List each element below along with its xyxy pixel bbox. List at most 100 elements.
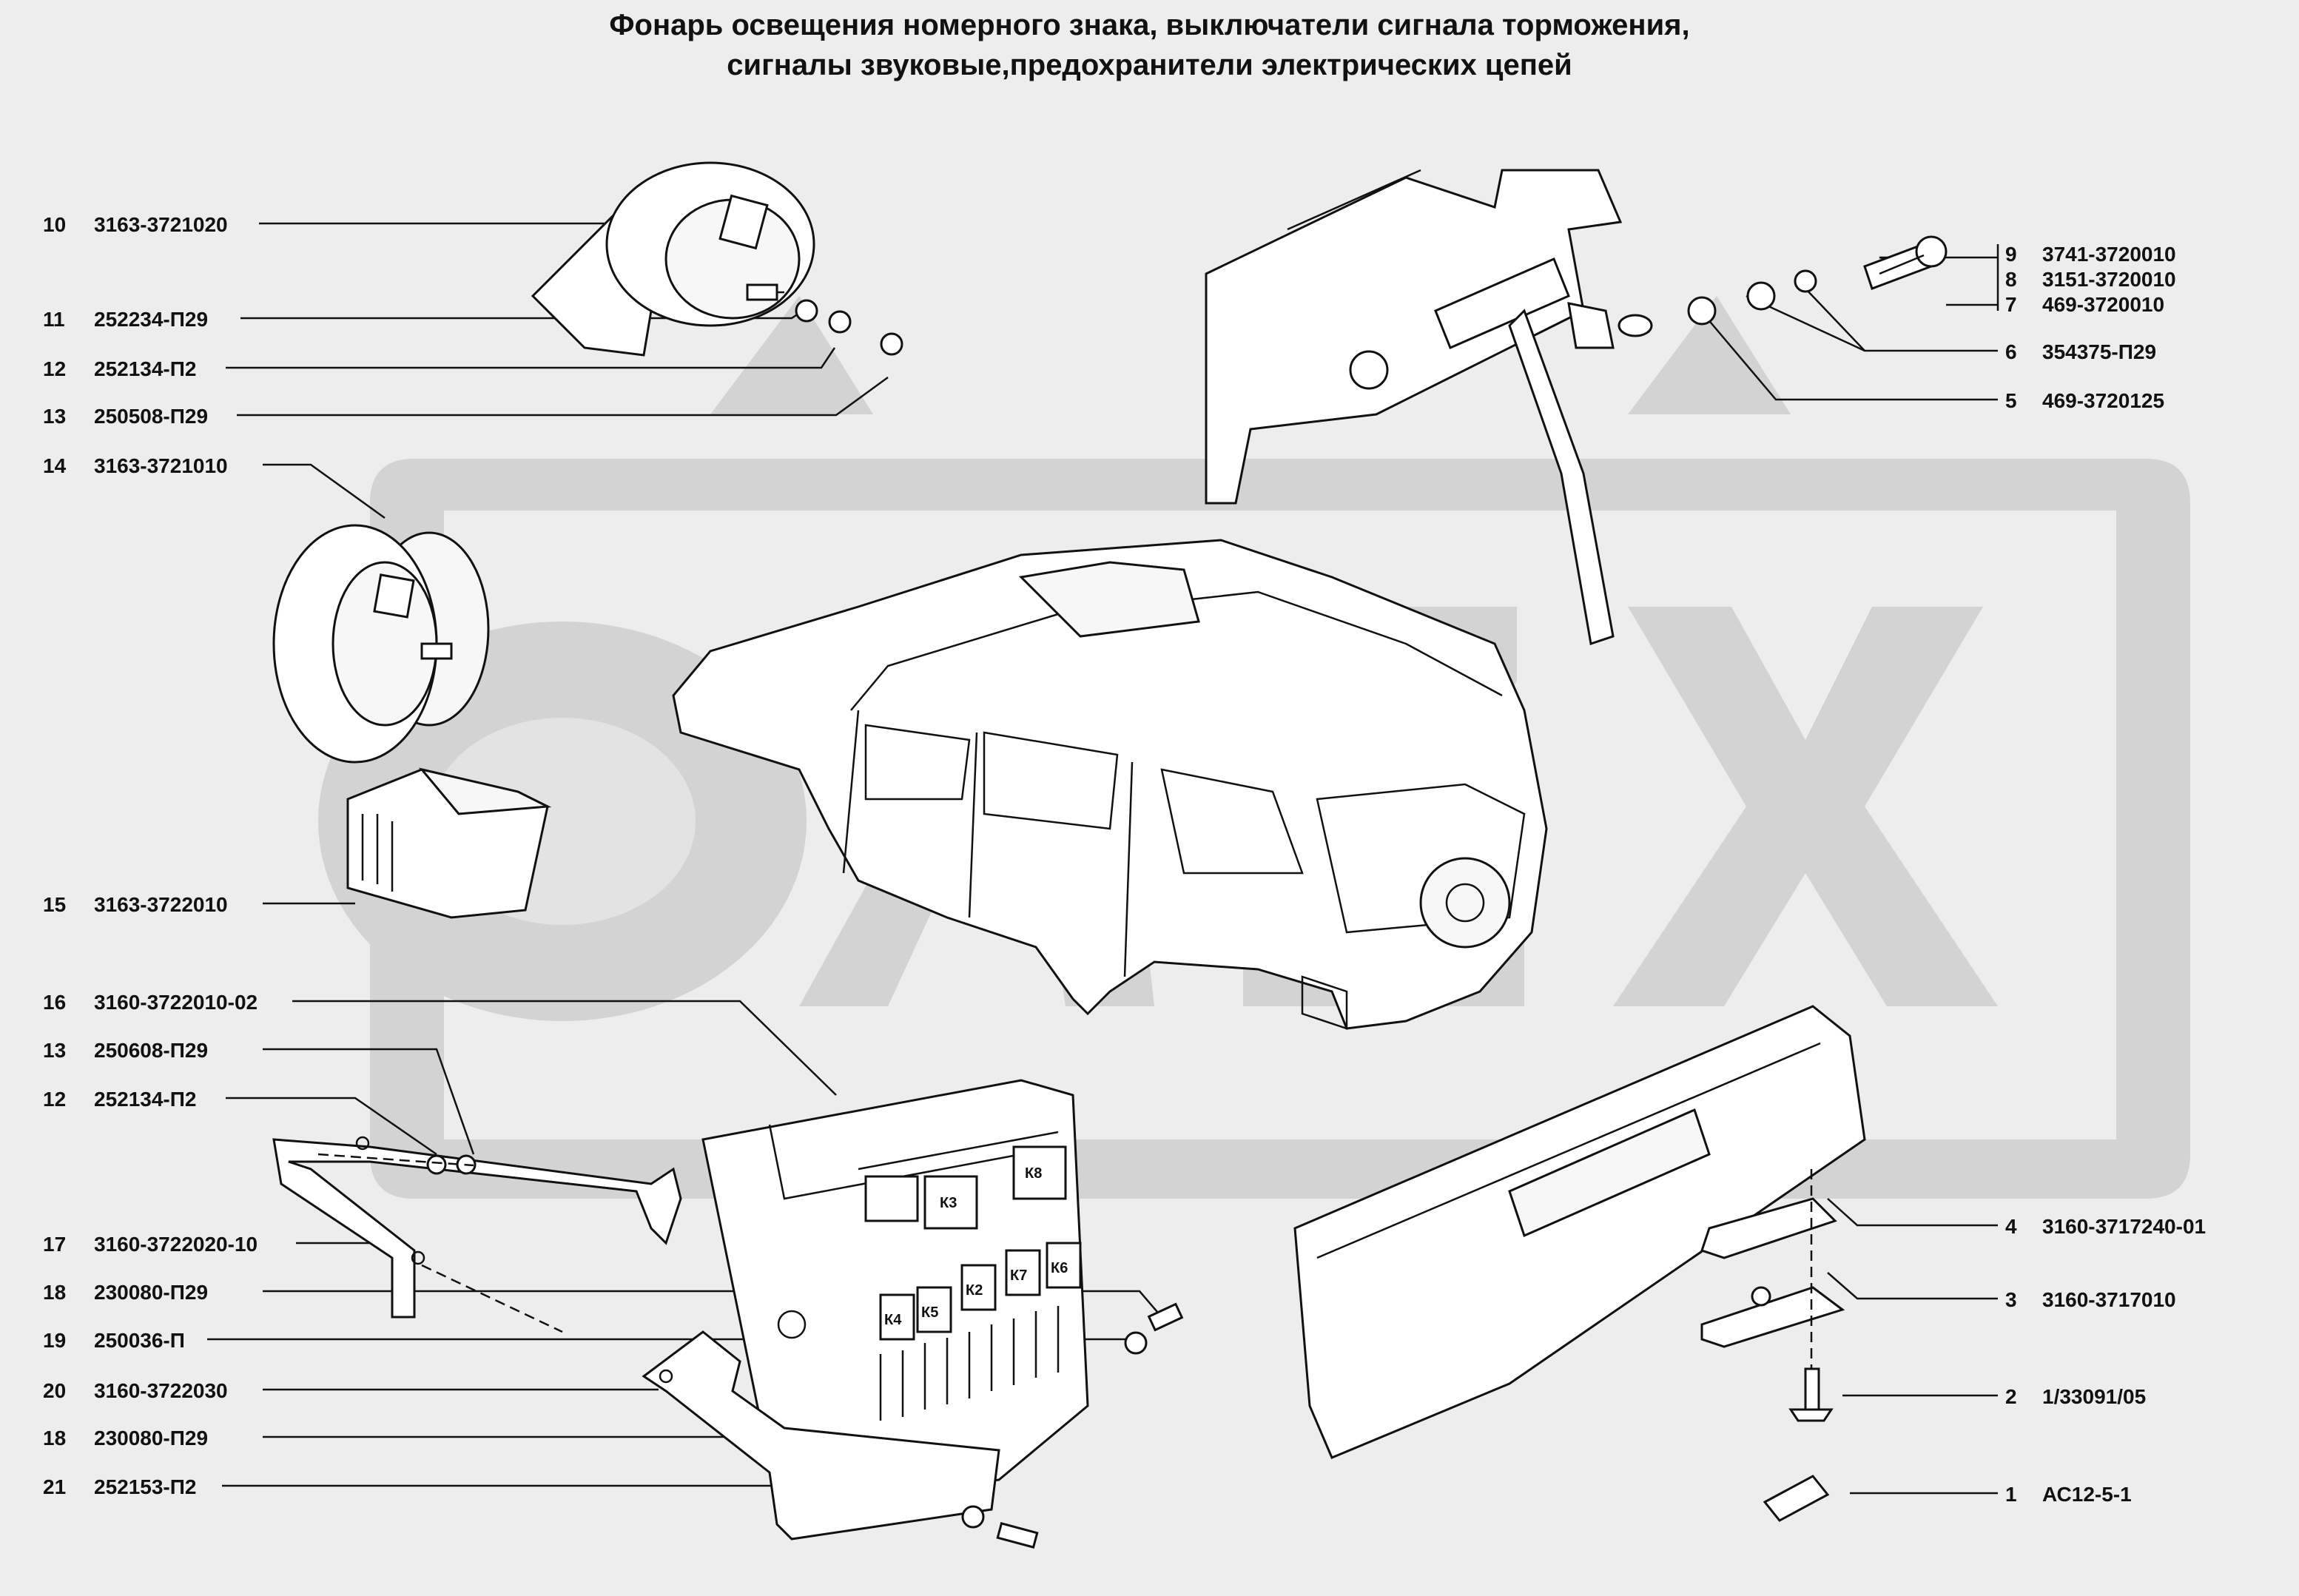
callout-3: 3 3160-3717010 — [2005, 1288, 2176, 1311]
callout-10: 10 3163-3721020 — [43, 213, 228, 236]
svg-text:К2: К2 — [966, 1282, 983, 1299]
svg-text:3151-3720010: 3151-3720010 — [2042, 268, 2176, 291]
svg-text:10: 10 — [43, 213, 66, 236]
callout-14: 14 3163-3721010 — [43, 454, 228, 477]
svg-text:12: 12 — [43, 357, 66, 380]
callout-12b: 12 252134-П2 — [43, 1088, 196, 1111]
svg-text:21: 21 — [43, 1475, 66, 1498]
lamp-parts — [1700, 1169, 1845, 1522]
svg-text:354375-П29: 354375-П29 — [2042, 340, 2156, 363]
diagram-title-line-2: сигналы звуковые,предохранители электрич… — [727, 49, 1572, 81]
callout-16: 16 3160-3722010-02 — [43, 991, 257, 1014]
svg-text:230080-П29: 230080-П29 — [94, 1281, 208, 1304]
bracket-20 — [642, 1330, 1000, 1541]
relay-k2: К2 — [960, 1264, 997, 1311]
svg-text:3163-3722010: 3163-3722010 — [94, 893, 228, 916]
callout-18b: 18 230080-П29 — [43, 1427, 208, 1449]
bracket-17 — [272, 1136, 682, 1333]
svg-text:3: 3 — [2005, 1288, 2017, 1311]
brake-switch-bracket — [1205, 169, 1948, 645]
svg-text:К4: К4 — [884, 1312, 902, 1328]
callout-13b: 13 250608-П29 — [43, 1039, 208, 1062]
leader-lines-right — [1694, 244, 1999, 1495]
relay-k4: К4 — [879, 1293, 915, 1341]
right-callouts: 9 3741-3720010 8 3151-3720010 7 469-3720… — [2005, 243, 2206, 1506]
svg-text:15: 15 — [43, 893, 66, 916]
svg-text:250608-П29: 250608-П29 — [94, 1039, 208, 1062]
horn-lower — [272, 524, 490, 764]
svg-text:469-3720010: 469-3720010 — [2042, 293, 2164, 316]
svg-text:3163-3721010: 3163-3721010 — [94, 454, 228, 477]
fasteners — [961, 1302, 1184, 1549]
svg-text:3160-3722020-10: 3160-3722020-10 — [94, 1233, 257, 1256]
callout-11: 11 252234-П29 — [43, 308, 208, 331]
svg-text:252153-П2: 252153-П2 — [94, 1475, 196, 1498]
svg-text:11: 11 — [43, 308, 65, 331]
callout-12: 12 252134-П2 — [43, 357, 196, 380]
callout-5: 5 469-3720125 — [2005, 389, 2164, 412]
svg-text:252134-П2: 252134-П2 — [94, 357, 196, 380]
callout-15: 15 3163-3722010 — [43, 893, 228, 916]
left-callouts: 10 3163-3721020 11 252234-П29 12 252134-… — [43, 213, 257, 1498]
watermark-letter-x — [1613, 607, 1998, 1006]
svg-text:8: 8 — [2005, 268, 2017, 291]
svg-text:4: 4 — [2005, 1215, 2017, 1238]
vehicle-body — [672, 539, 1548, 1030]
callout-21: 21 252153-П2 — [43, 1475, 196, 1498]
callout-7: 7 469-3720010 — [2005, 293, 2164, 316]
callout-19: 19 250036-П — [43, 1329, 185, 1352]
callout-8: 8 3151-3720010 — [2005, 268, 2176, 291]
svg-text:12: 12 — [43, 1088, 66, 1111]
callout-18: 18 230080-П29 — [43, 1281, 208, 1304]
relay-k5: К5 — [916, 1286, 952, 1333]
svg-text:К6: К6 — [1051, 1260, 1068, 1276]
svg-text:250036-П: 250036-П — [94, 1329, 185, 1352]
horn-upper — [531, 161, 903, 357]
callout-2: 2 1/33091/05 — [2005, 1385, 2146, 1408]
relay-k8: К8 — [1012, 1145, 1067, 1200]
svg-text:7: 7 — [2005, 293, 2017, 316]
svg-text:16: 16 — [43, 991, 66, 1014]
callout-17: 17 3160-3722020-10 — [43, 1233, 257, 1256]
svg-text:18: 18 — [43, 1281, 66, 1304]
svg-text:3163-3721020: 3163-3721020 — [94, 213, 228, 236]
svg-text:1: 1 — [2005, 1483, 2017, 1506]
svg-text:469-3720125: 469-3720125 — [2042, 389, 2164, 412]
svg-text:К5: К5 — [921, 1304, 938, 1321]
svg-text:13: 13 — [43, 405, 66, 428]
callout-13: 13 250508-П29 — [43, 405, 208, 428]
svg-text:К3: К3 — [940, 1195, 957, 1211]
relay-k6: К6 — [1046, 1242, 1082, 1289]
svg-text:9: 9 — [2005, 243, 2017, 266]
relay-k7: К7 — [1005, 1249, 1041, 1296]
svg-text:3160-3717010: 3160-3717010 — [2042, 1288, 2176, 1311]
svg-text:2: 2 — [2005, 1385, 2017, 1408]
callout-4: 4 3160-3717240-01 — [2005, 1215, 2206, 1238]
fuses — [879, 1306, 1060, 1421]
svg-text:1/33091/05: 1/33091/05 — [2042, 1385, 2146, 1408]
svg-text:19: 19 — [43, 1329, 66, 1352]
svg-text:6: 6 — [2005, 340, 2017, 363]
svg-text:5: 5 — [2005, 389, 2017, 412]
callout-1: 1 АС12-5-1 — [2005, 1483, 2132, 1506]
svg-text:252234-П29: 252234-П29 — [94, 308, 208, 331]
fuse-block: К3 К8 К4 К5 К2 К7 К6 — [701, 1079, 1089, 1511]
diagram-title-line-1: Фонарь освещения номерного знака, выключ… — [609, 9, 1690, 41]
svg-text:252134-П2: 252134-П2 — [94, 1088, 196, 1111]
svg-text:3160-3722030: 3160-3722030 — [94, 1379, 228, 1402]
svg-text:13: 13 — [43, 1039, 66, 1062]
svg-text:3741-3720010: 3741-3720010 — [2042, 243, 2176, 266]
svg-text:3160-3722010-02: 3160-3722010-02 — [94, 991, 257, 1014]
svg-text:К8: К8 — [1025, 1165, 1042, 1182]
callout-9: 9 3741-3720010 — [2005, 243, 2176, 266]
callout-6: 6 354375-П29 — [2005, 340, 2156, 363]
relay-k3: К3 — [923, 1175, 978, 1230]
svg-text:АС12-5-1: АС12-5-1 — [2042, 1483, 2132, 1506]
svg-text:18: 18 — [43, 1427, 66, 1449]
svg-text:20: 20 — [43, 1379, 66, 1402]
watermark-top-arrow-right — [1628, 296, 1791, 414]
svg-text:14: 14 — [43, 454, 67, 477]
license-lamp-housing — [1293, 1005, 1866, 1459]
svg-text:17: 17 — [43, 1233, 66, 1256]
